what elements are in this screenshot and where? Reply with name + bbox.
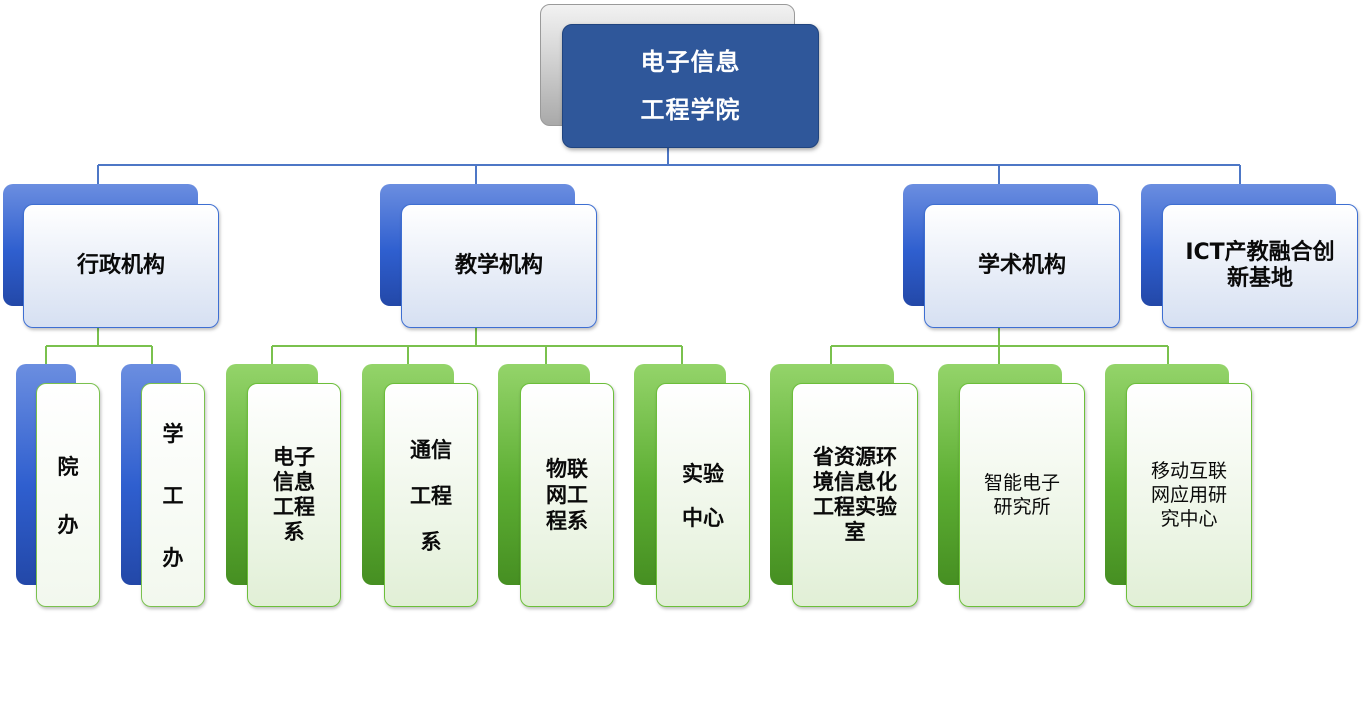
unit-comm-line: 系 <box>420 530 442 554</box>
unit-smart-electronics-line: 研究所 <box>993 496 1051 518</box>
root-title-line1: 电子信息 <box>640 48 741 76</box>
unit-iot-line: 网工 <box>546 483 588 507</box>
unit-smart-electronics-line: 智能电子 <box>983 472 1060 494</box>
branch-admin-card: 行政机构 <box>23 204 219 328</box>
unit-lab-center-line: 实验 <box>682 462 724 486</box>
unit-provincial-lab-card: 省资源环 境信息化 工程实验 室 <box>792 383 918 607</box>
unit-president-office-card: 院 办 <box>36 383 100 607</box>
unit-student-affairs-char: 办 <box>162 546 184 570</box>
branch-ict-label-line2: 新基地 <box>1226 266 1293 291</box>
unit-comm-line: 工程 <box>410 484 452 508</box>
unit-smart-electronics-card: 智能电子 研究所 <box>959 383 1085 607</box>
unit-mobile-internet-line: 移动互联 <box>1150 460 1227 482</box>
branch-teaching-label: 教学机构 <box>454 253 543 278</box>
branch-academic-card: 学术机构 <box>924 204 1120 328</box>
root-title-line2: 工程学院 <box>640 96 741 124</box>
unit-iot-line: 物联 <box>546 457 588 481</box>
unit-president-office-char: 院 <box>57 455 79 479</box>
unit-provincial-lab-line: 省资源环 <box>813 445 897 469</box>
unit-student-affairs-char: 工 <box>162 484 184 508</box>
branch-ict-card: ICT产教融合创 新基地 <box>1162 204 1358 328</box>
unit-eie-line: 信息 <box>273 470 315 494</box>
unit-comm-line: 通信 <box>410 438 452 462</box>
unit-comm-card: 通信 工程 系 <box>384 383 478 607</box>
root-card: 电子信息 工程学院 <box>562 24 819 148</box>
unit-president-office-char: 办 <box>57 513 79 537</box>
branch-ict-label-line1: ICT产教融合创 <box>1185 240 1335 265</box>
unit-provincial-lab-line: 工程实验 <box>813 495 897 519</box>
unit-mobile-internet-line: 网应用研 <box>1150 484 1227 506</box>
unit-lab-center-line: 中心 <box>682 506 724 530</box>
unit-eie-line: 系 <box>283 520 305 544</box>
unit-iot-line: 程系 <box>546 509 588 533</box>
unit-eie-line: 电子 <box>273 445 315 469</box>
unit-eie-line: 工程 <box>273 495 315 519</box>
branch-academic-label: 学术机构 <box>977 253 1066 278</box>
unit-eie-card: 电子 信息 工程 系 <box>247 383 341 607</box>
branch-admin-label: 行政机构 <box>76 253 165 278</box>
unit-provincial-lab-line: 境信息化 <box>813 470 897 494</box>
unit-student-affairs-char: 学 <box>162 422 184 446</box>
unit-iot-card: 物联 网工 程系 <box>520 383 614 607</box>
unit-mobile-internet-line: 究中心 <box>1160 508 1218 530</box>
unit-student-affairs-card: 学 工 办 <box>141 383 205 607</box>
unit-provincial-lab-line: 室 <box>844 520 866 544</box>
unit-lab-center-card: 实验 中心 <box>656 383 750 607</box>
branch-teaching-card: 教学机构 <box>401 204 597 328</box>
unit-mobile-internet-card: 移动互联 网应用研 究中心 <box>1126 383 1252 607</box>
